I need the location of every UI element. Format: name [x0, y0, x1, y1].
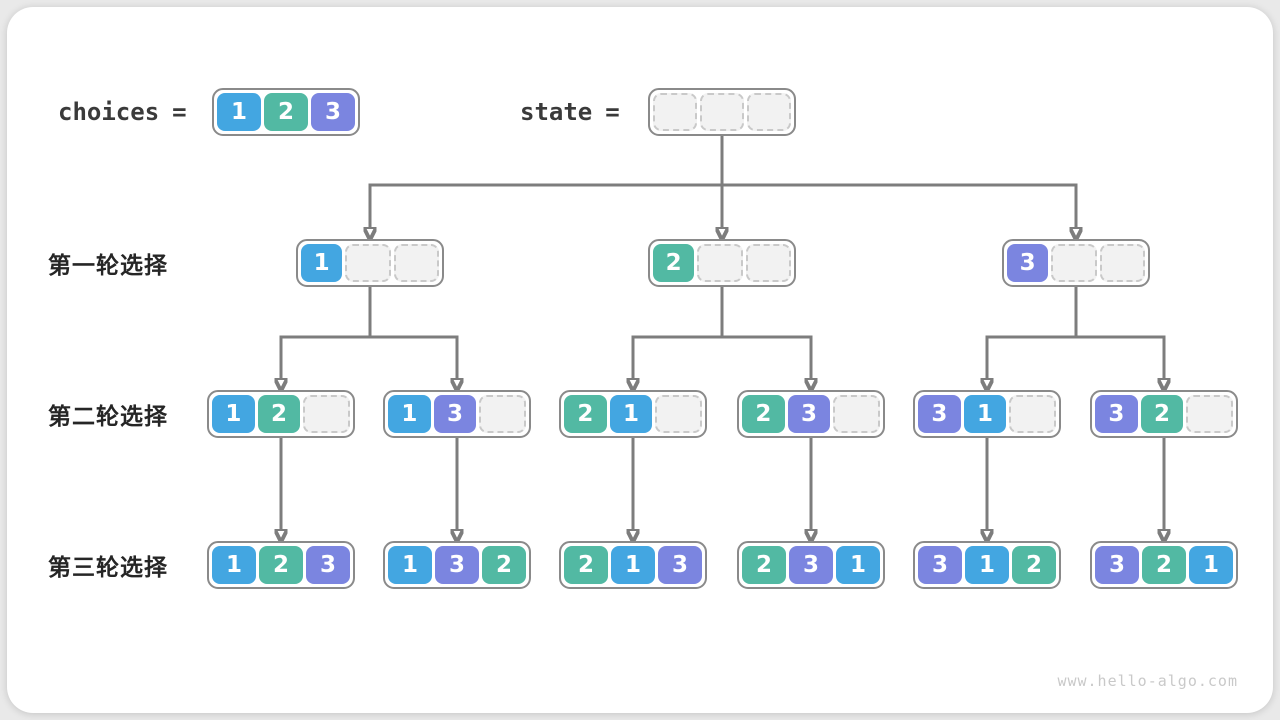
- node-r2-1: 1 3: [383, 390, 531, 438]
- array-cell: [697, 244, 743, 282]
- array-cell: 3: [311, 93, 355, 131]
- round2-label: 第二轮选择: [48, 403, 168, 429]
- array-cell: 2: [564, 395, 607, 433]
- array-cell: 3: [658, 546, 702, 584]
- array-cell: 1: [836, 546, 880, 584]
- array-cell: [393, 244, 439, 282]
- round3-label: 第三轮选择: [48, 554, 168, 580]
- array-cell: [1099, 244, 1145, 282]
- state-label-group: state =: [520, 88, 620, 136]
- array-cell: 2: [742, 546, 786, 584]
- array-cell: 1: [212, 395, 255, 433]
- choices-label-group: choices =: [58, 88, 187, 136]
- node-r2-0: 1 2: [207, 390, 355, 438]
- connector-r1a-to-r2-0: [281, 287, 372, 380]
- node-r1-1: 2: [648, 239, 796, 287]
- array-cell: 2: [1012, 546, 1056, 584]
- array-cell: 1: [609, 395, 653, 433]
- array-cell: 3: [787, 395, 831, 433]
- array-cell: 3: [1095, 395, 1138, 433]
- array-cell: 3: [918, 395, 961, 433]
- array-cell: 3: [435, 546, 479, 584]
- node-r2-3: 2 3: [737, 390, 885, 438]
- array-cell: [655, 395, 703, 433]
- array-cell: 1: [301, 244, 343, 282]
- array-cell: 3: [306, 546, 350, 584]
- array-cell: [1009, 395, 1057, 433]
- connector-r1a-to-r2-1: [368, 287, 457, 380]
- array-cell: [303, 395, 351, 433]
- state-label: state: [520, 98, 593, 126]
- choices-equals-sign: =: [172, 98, 187, 126]
- array-cell-empty: [747, 93, 791, 131]
- array-cell: 3: [433, 395, 477, 433]
- array-cell: 2: [653, 244, 695, 282]
- state-equals-sign: =: [605, 98, 620, 126]
- array-cell: 2: [564, 546, 608, 584]
- connector-r1c-to-r2-5: [1074, 287, 1164, 380]
- node-r3-5: 3 2 1: [1090, 541, 1238, 589]
- array-cell: 2: [259, 546, 303, 584]
- array-cell: [345, 244, 391, 282]
- array-cell: 1: [963, 395, 1007, 433]
- array-cell: 2: [257, 395, 301, 433]
- connector-r1c-to-r2-4: [987, 287, 1078, 380]
- array-cell: 2: [742, 395, 785, 433]
- state-array: [648, 88, 796, 136]
- node-r3-1: 1 3 2: [383, 541, 531, 589]
- array-cell: 1: [212, 546, 256, 584]
- array-cell: 2: [1142, 546, 1186, 584]
- array-cell: 1: [611, 546, 655, 584]
- node-r3-0: 1 2 3: [207, 541, 355, 589]
- node-r3-2: 2 1 3: [559, 541, 707, 589]
- node-r2-2: 2 1: [559, 390, 707, 438]
- array-cell: 1: [217, 93, 261, 131]
- node-r2-5: 3 2: [1090, 390, 1238, 438]
- array-cell-empty: [700, 93, 744, 131]
- array-cell: [833, 395, 881, 433]
- array-cell: 3: [1095, 546, 1139, 584]
- array-cell: 3: [1007, 244, 1049, 282]
- node-r2-4: 3 1: [913, 390, 1061, 438]
- array-cell: 1: [1189, 546, 1233, 584]
- choices-array: 1 2 3: [212, 88, 360, 136]
- array-cell: 2: [1140, 395, 1184, 433]
- array-cell: 3: [789, 546, 833, 584]
- node-r1-0: 1: [296, 239, 444, 287]
- connector-r1b-to-r2-2: [633, 287, 724, 380]
- site-watermark: www.hello-algo.com: [1057, 672, 1238, 690]
- connector-r1b-to-r2-3: [720, 287, 811, 380]
- connector-state-to-r1-left: [370, 136, 724, 229]
- array-cell: 2: [264, 93, 308, 131]
- array-cell: 2: [482, 546, 526, 584]
- array-cell: [1051, 244, 1097, 282]
- array-cell-empty: [653, 93, 697, 131]
- node-r1-2: 3: [1002, 239, 1150, 287]
- node-r3-3: 2 3 1: [737, 541, 885, 589]
- round1-label: 第一轮选择: [48, 252, 168, 278]
- array-cell: 3: [918, 546, 962, 584]
- choices-label: choices: [58, 98, 160, 126]
- array-cell: 1: [388, 395, 431, 433]
- array-cell: [479, 395, 527, 433]
- connector-state-to-r1-right: [720, 136, 1076, 229]
- node-r3-4: 3 1 2: [913, 541, 1061, 589]
- array-cell: 1: [388, 546, 432, 584]
- array-cell: 1: [965, 546, 1009, 584]
- array-cell: [745, 244, 791, 282]
- array-cell: [1186, 395, 1234, 433]
